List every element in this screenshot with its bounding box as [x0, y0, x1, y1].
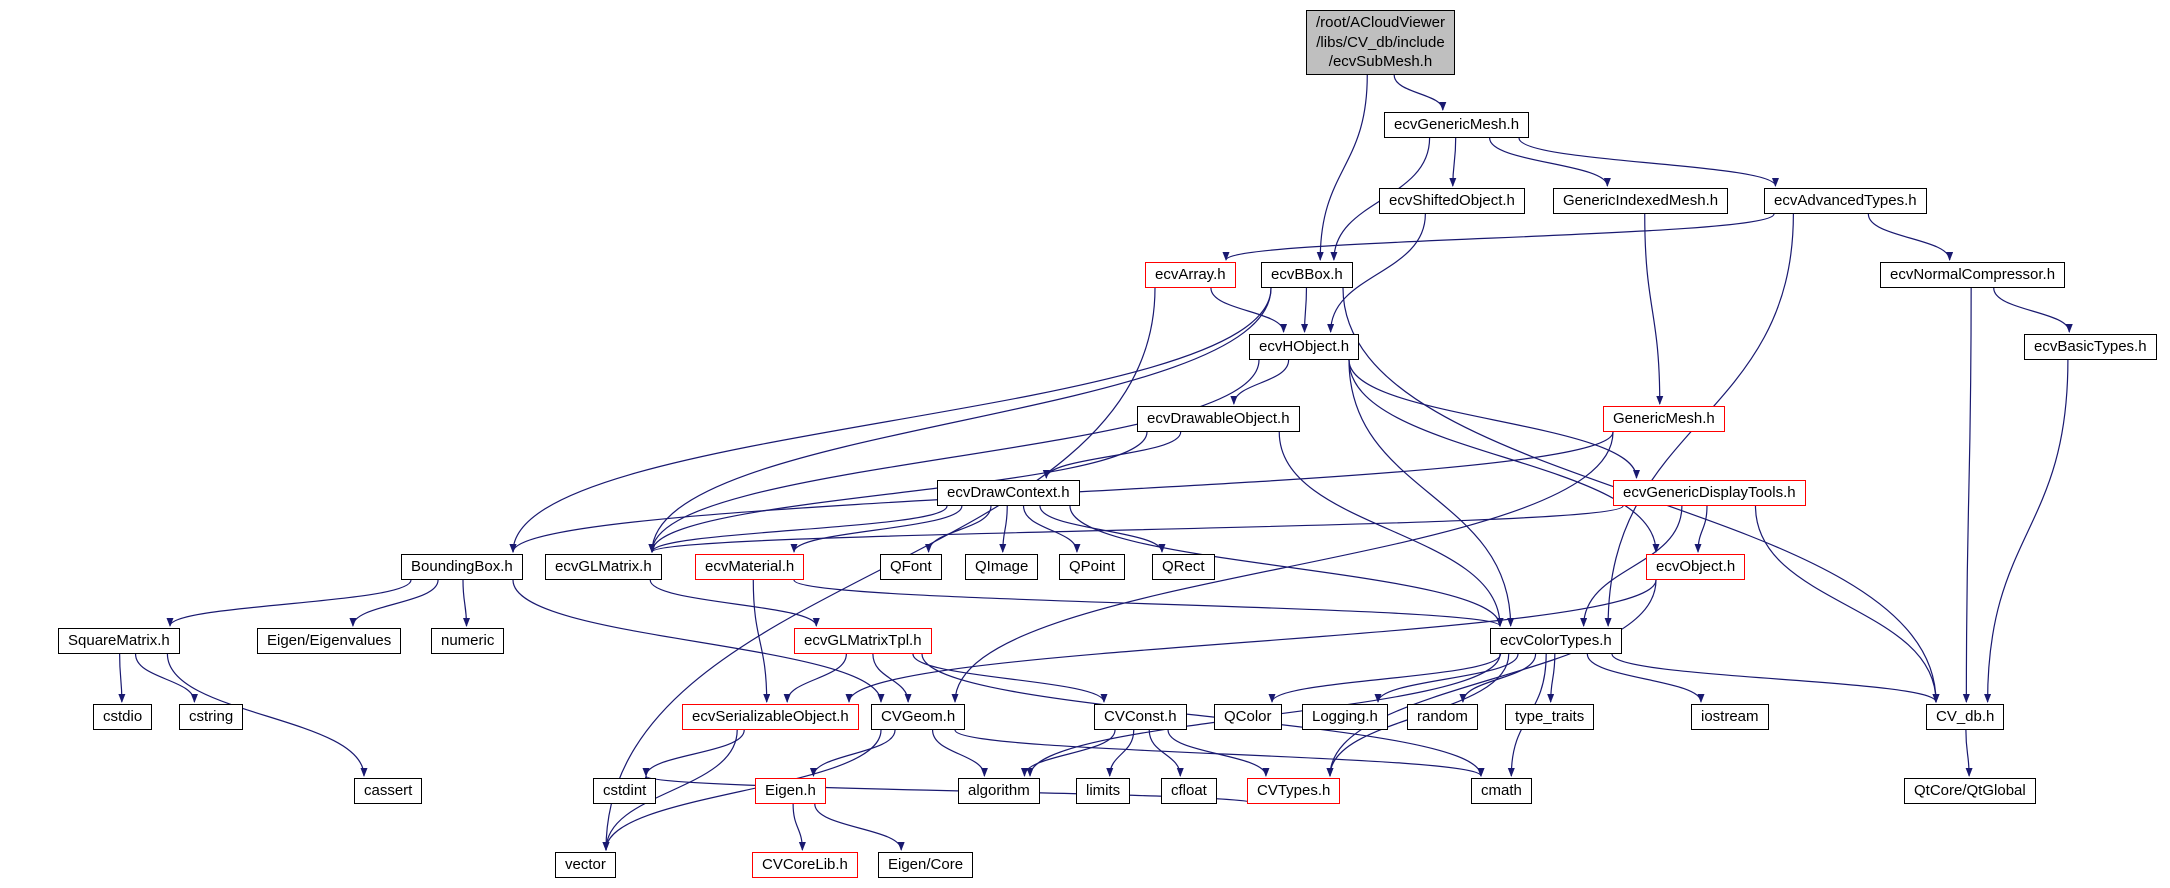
graph-node-GenericIndexedMesh[interactable]: GenericIndexedMesh.h	[1553, 188, 1729, 214]
graph-node-ecvGLMatrix[interactable]: ecvGLMatrix.h	[545, 554, 662, 580]
graph-node-root: /root/ACloudViewer /libs/CV_db/include /…	[1306, 10, 1455, 75]
graph-node-SquareMatrix[interactable]: SquareMatrix.h	[58, 628, 180, 654]
graph-node-cmath[interactable]: cmath	[1471, 778, 1532, 804]
graph-node-ecvGenericMesh[interactable]: ecvGenericMesh.h	[1384, 112, 1530, 138]
graph-node-ecvDrawContext[interactable]: ecvDrawContext.h	[937, 480, 1080, 506]
graph-node-vector[interactable]: vector	[555, 852, 616, 878]
graph-node-cstdio[interactable]: cstdio	[93, 704, 153, 730]
graph-node-random[interactable]: random	[1407, 704, 1478, 730]
graph-node-CVCoreLib[interactable]: CVCoreLib.h	[752, 852, 858, 878]
graph-node-ecvSerializableObject[interactable]: ecvSerializableObject.h	[682, 704, 859, 730]
graph-node-GenericMesh[interactable]: GenericMesh.h	[1603, 406, 1725, 432]
graph-node-EigenEigenvalues[interactable]: Eigen/Eigenvalues	[257, 628, 402, 654]
graph-node-numeric[interactable]: numeric	[431, 628, 505, 654]
graph-node-ecvObject[interactable]: ecvObject.h	[1646, 554, 1746, 580]
graph-node-cassert[interactable]: cassert	[354, 778, 423, 804]
graph-node-QPoint[interactable]: QPoint	[1059, 554, 1125, 580]
graph-node-ecvDrawableObject[interactable]: ecvDrawableObject.h	[1137, 406, 1300, 432]
graph-node-CV_db[interactable]: CV_db.h	[1926, 704, 2005, 730]
graph-node-ecvBasicTypes[interactable]: ecvBasicTypes.h	[2024, 334, 2157, 360]
graph-node-ecvMaterial[interactable]: ecvMaterial.h	[695, 554, 805, 580]
graph-node-QColor[interactable]: QColor	[1214, 704, 1282, 730]
graph-node-CVConst[interactable]: CVConst.h	[1094, 704, 1187, 730]
graph-node-QFont[interactable]: QFont	[880, 554, 942, 580]
graph-node-ecvAdvancedTypes[interactable]: ecvAdvancedTypes.h	[1764, 188, 1927, 214]
graph-node-algorithm[interactable]: algorithm	[958, 778, 1040, 804]
graph-node-cstring[interactable]: cstring	[179, 704, 244, 730]
graph-node-ecvArray[interactable]: ecvArray.h	[1145, 262, 1236, 288]
graph-node-cstdint[interactable]: cstdint	[593, 778, 657, 804]
graph-node-CVGeom[interactable]: CVGeom.h	[871, 704, 966, 730]
graph-node-iostream[interactable]: iostream	[1691, 704, 1769, 730]
graph-node-QImage[interactable]: QImage	[965, 554, 1039, 580]
graph-node-ecvShiftedObject[interactable]: ecvShiftedObject.h	[1379, 188, 1525, 214]
graph-node-ecvColorTypes[interactable]: ecvColorTypes.h	[1490, 628, 1622, 654]
graph-node-QtCoreQtGlobal[interactable]: QtCore/QtGlobal	[1904, 778, 2036, 804]
graph-node-Eigen_h[interactable]: Eigen.h	[755, 778, 826, 804]
graph-node-ecvHObject[interactable]: ecvHObject.h	[1249, 334, 1360, 360]
graph-node-BoundingBox[interactable]: BoundingBox.h	[401, 554, 523, 580]
graph-node-EigenCore[interactable]: Eigen/Core	[878, 852, 974, 878]
graph-node-cfloat[interactable]: cfloat	[1161, 778, 1217, 804]
graph-node-ecvNormalCompressor[interactable]: ecvNormalCompressor.h	[1880, 262, 2066, 288]
graph-node-Logging[interactable]: Logging.h	[1302, 704, 1388, 730]
graph-node-limits[interactable]: limits	[1076, 778, 1131, 804]
graph-node-ecvGLMatrixTpl[interactable]: ecvGLMatrixTpl.h	[794, 628, 932, 654]
graph-node-ecvBBox[interactable]: ecvBBox.h	[1261, 262, 1353, 288]
graph-node-ecvGenericDisplayTools[interactable]: ecvGenericDisplayTools.h	[1613, 480, 1806, 506]
graph-node-QRect[interactable]: QRect	[1152, 554, 1215, 580]
graph-node-type_traits[interactable]: type_traits	[1505, 704, 1595, 730]
graph-node-CVTypes[interactable]: CVTypes.h	[1247, 778, 1341, 804]
